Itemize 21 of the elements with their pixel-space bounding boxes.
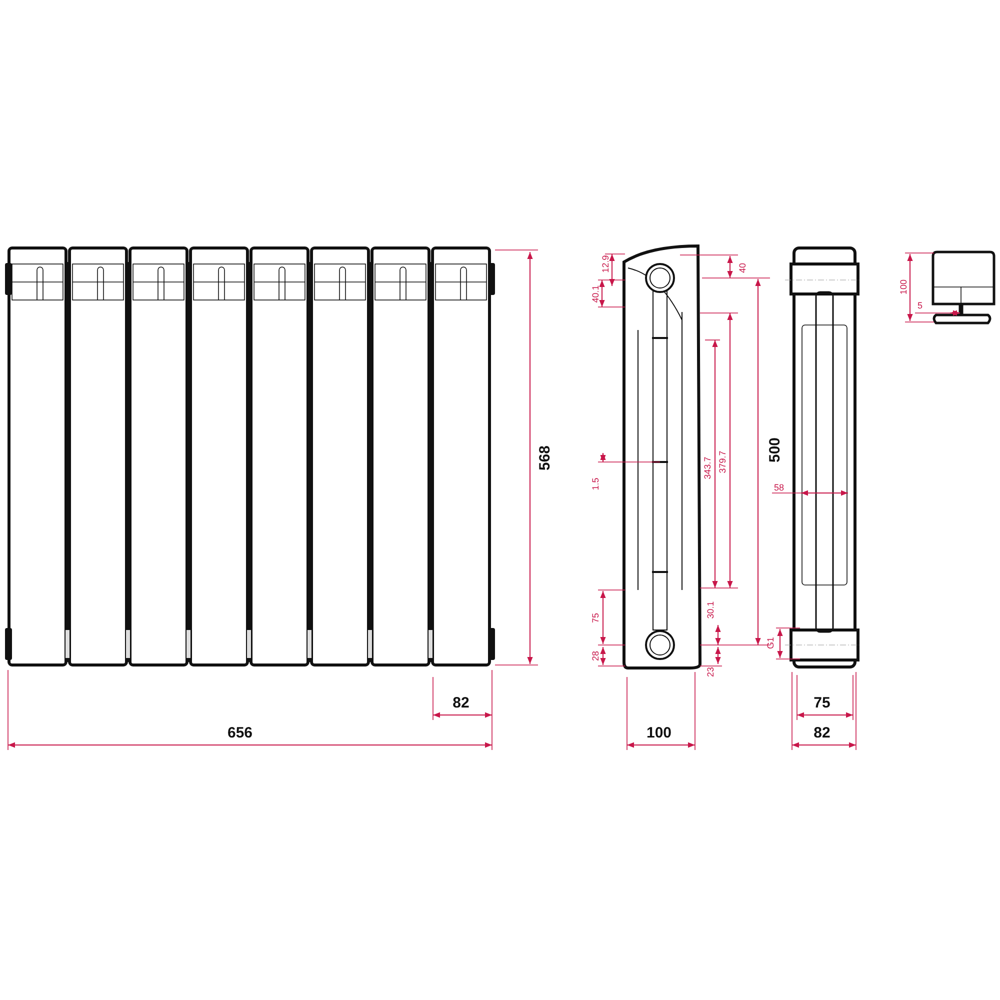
dimension-value: 568	[538, 445, 552, 471]
dimension-value: 82	[814, 726, 830, 740]
dimension-value: 12.9	[602, 255, 610, 273]
dimension-value: 40	[738, 263, 748, 273]
dimension-value: 82	[452, 696, 470, 710]
dimension-value: 75	[592, 613, 600, 623]
dimension-value: 30.1	[706, 601, 716, 619]
dimension-value: 40.1	[592, 285, 600, 303]
dimension-value: 58	[774, 484, 784, 492]
dimension-value: 656	[227, 726, 253, 740]
dimension-value: 23	[706, 667, 716, 677]
dimension-value: 1.5	[592, 478, 600, 490]
dimension-value: 5	[918, 302, 922, 310]
dimension-value: 28	[592, 651, 600, 661]
dimension-value: 343.7	[704, 456, 712, 480]
dimension-value: 75	[814, 696, 830, 710]
dimension-value: 100	[646, 726, 672, 740]
dimension-value: 379.7	[718, 450, 728, 474]
dimension-value: 100	[900, 279, 908, 295]
dimension-value: G1	[766, 637, 776, 649]
dimension-value: 500	[768, 437, 782, 463]
